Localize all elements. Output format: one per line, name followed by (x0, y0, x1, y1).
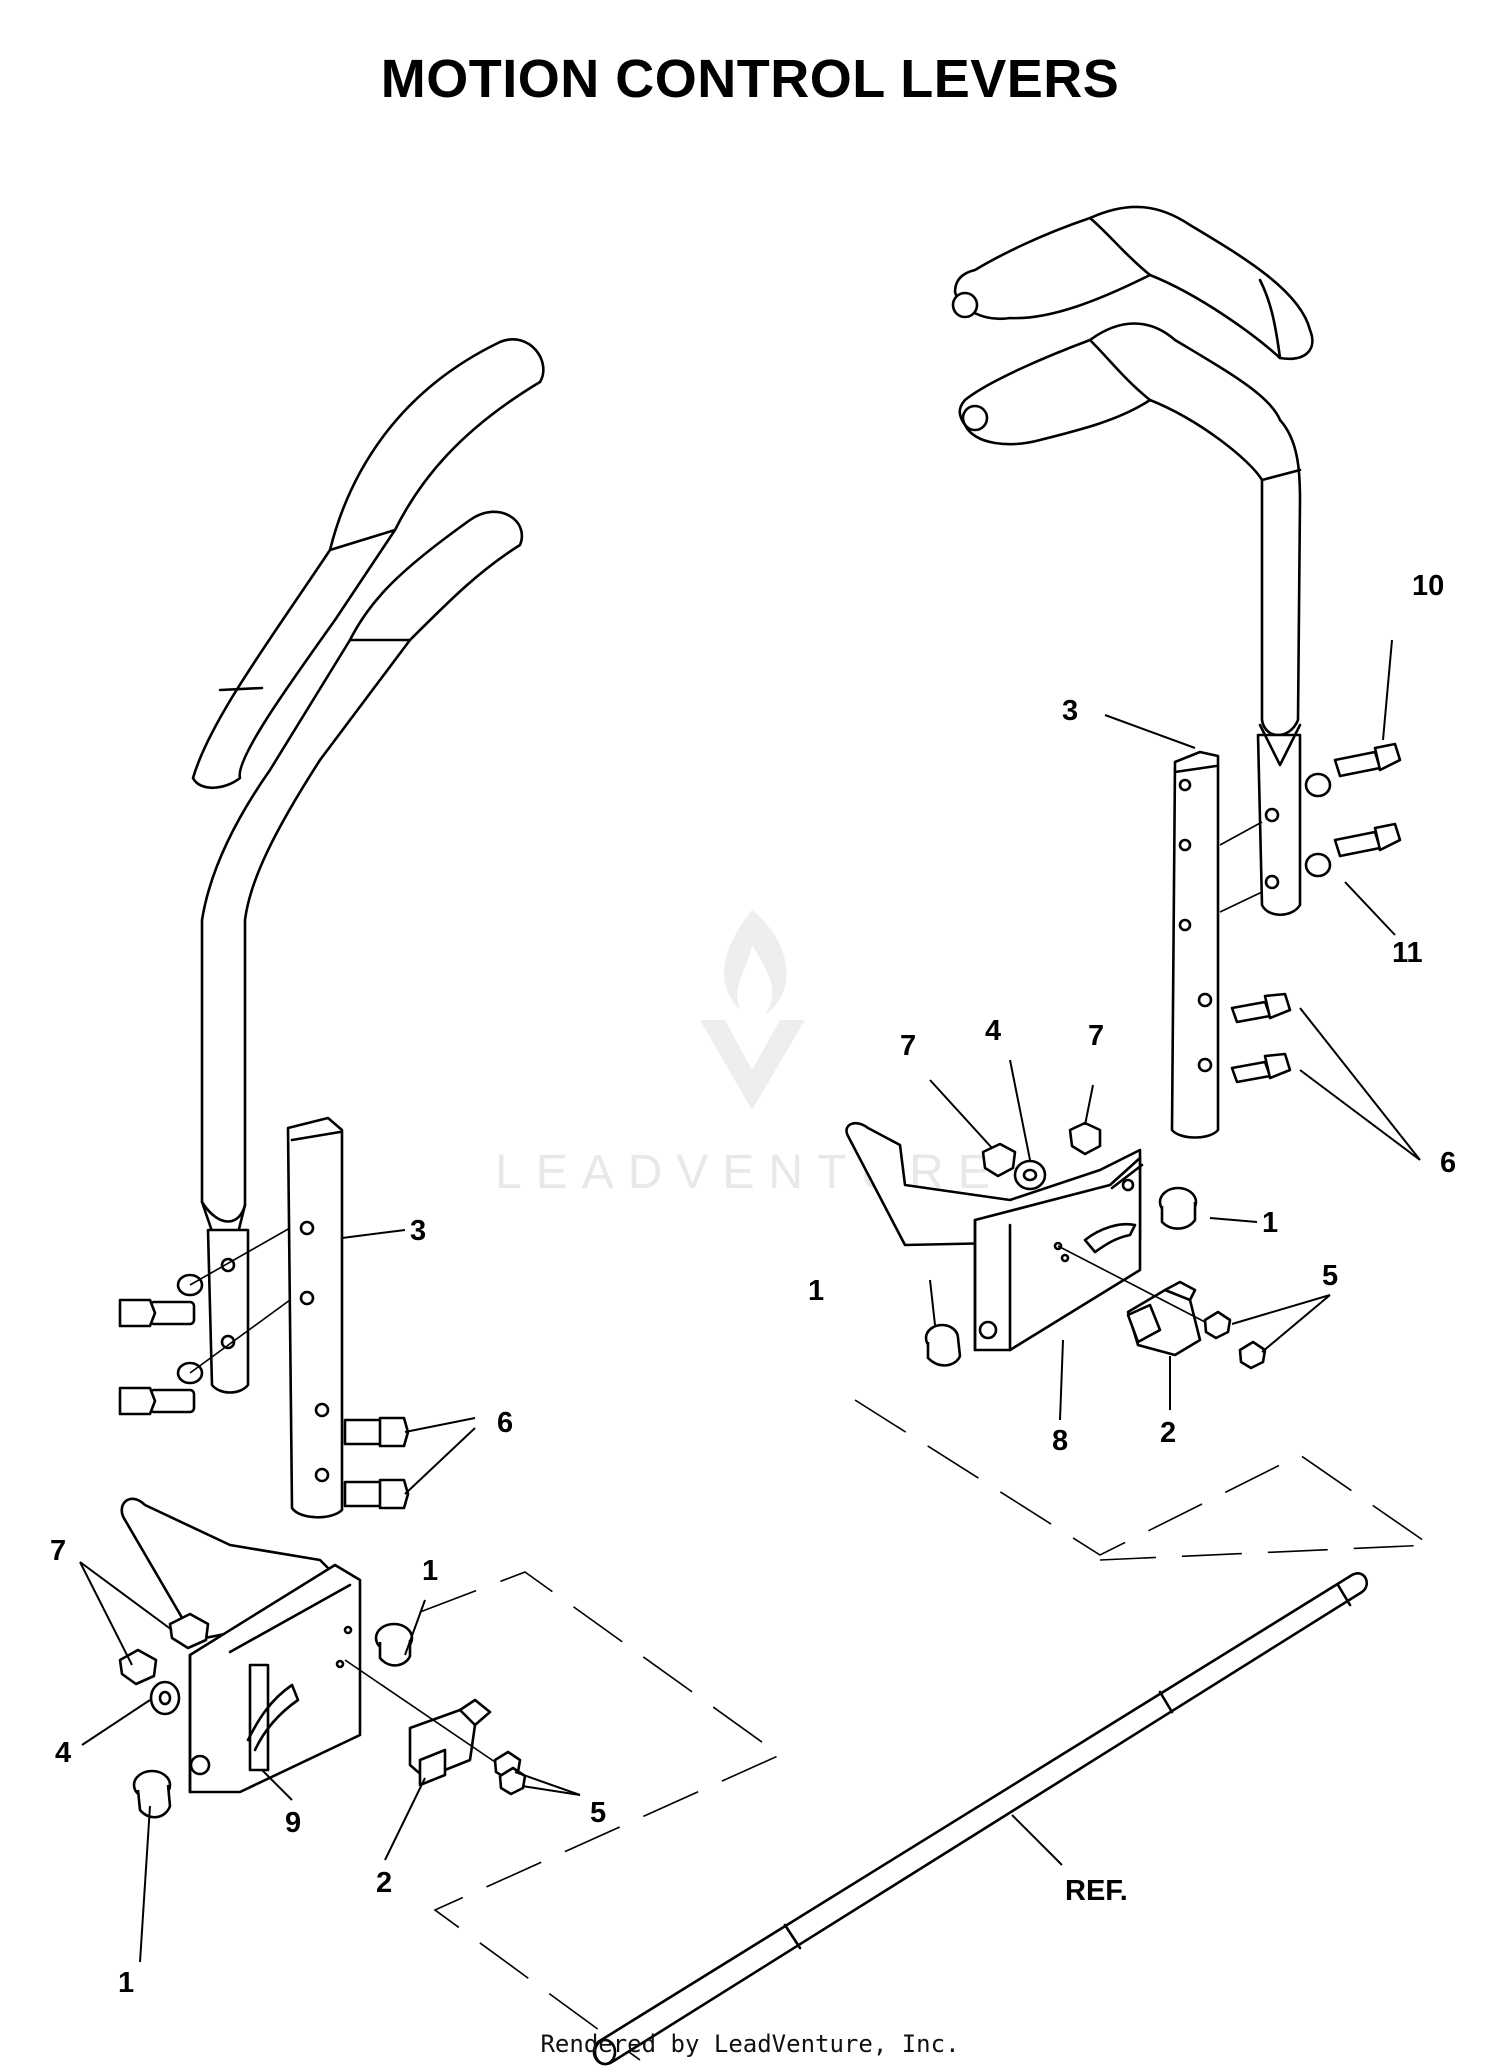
callout-right-7-left: 7 (900, 1030, 916, 1062)
left-bolt-upper (118, 1273, 204, 1328)
right-callouts: 10 3 11 7 4 7 6 1 5 1 8 2 (808, 570, 1456, 1457)
callout-left-6: 6 (497, 1407, 513, 1439)
callout-left-9: 9 (285, 1807, 301, 1839)
callout-left-1-lower: 1 (118, 1967, 134, 1999)
callout-ref: REF. (1065, 1875, 1128, 1907)
footer-credit: Rendered by LeadVenture, Inc. (540, 2030, 960, 2058)
left-bolt-lower (118, 1361, 204, 1416)
page-title: MOTION CONTROL LEVERS (380, 49, 1120, 109)
callout-left-3: 3 (410, 1215, 426, 1247)
callout-right-11: 11 (1392, 937, 1423, 969)
callout-right-4: 4 (985, 1015, 1001, 1047)
left-dashed-outline (419, 1571, 782, 2061)
callout-left-2: 2 (376, 1867, 392, 1899)
callout-left-7: 7 (50, 1535, 66, 1567)
callout-right-10: 10 (1412, 570, 1444, 602)
callout-right-5: 5 (1322, 1260, 1338, 1292)
callout-right-6: 6 (1440, 1147, 1456, 1179)
watermark-logo: LEADVENTURE (495, 910, 990, 1199)
callout-right-3: 3 (1062, 695, 1078, 727)
ref-shaft (592, 1572, 1368, 2066)
left-callouts: 3 6 7 1 4 1 9 2 5 (50, 1215, 606, 1999)
callout-left-1-upper: 1 (422, 1555, 438, 1587)
right-lever-assembly (845, 205, 1402, 1370)
callout-right-8: 8 (1052, 1425, 1068, 1457)
callout-left-5: 5 (590, 1797, 606, 1829)
right-dashed-outline (854, 1399, 1433, 1561)
callout-left-4: 4 (55, 1737, 71, 1769)
callout-right-7-right: 7 (1088, 1020, 1104, 1052)
callout-right-1-upper: 1 (1262, 1207, 1278, 1239)
callout-right-2: 2 (1160, 1417, 1176, 1449)
left-lever-assembly (118, 338, 545, 1819)
leader-lines (79, 639, 1421, 1963)
callout-right-1-lower: 1 (808, 1275, 824, 1307)
